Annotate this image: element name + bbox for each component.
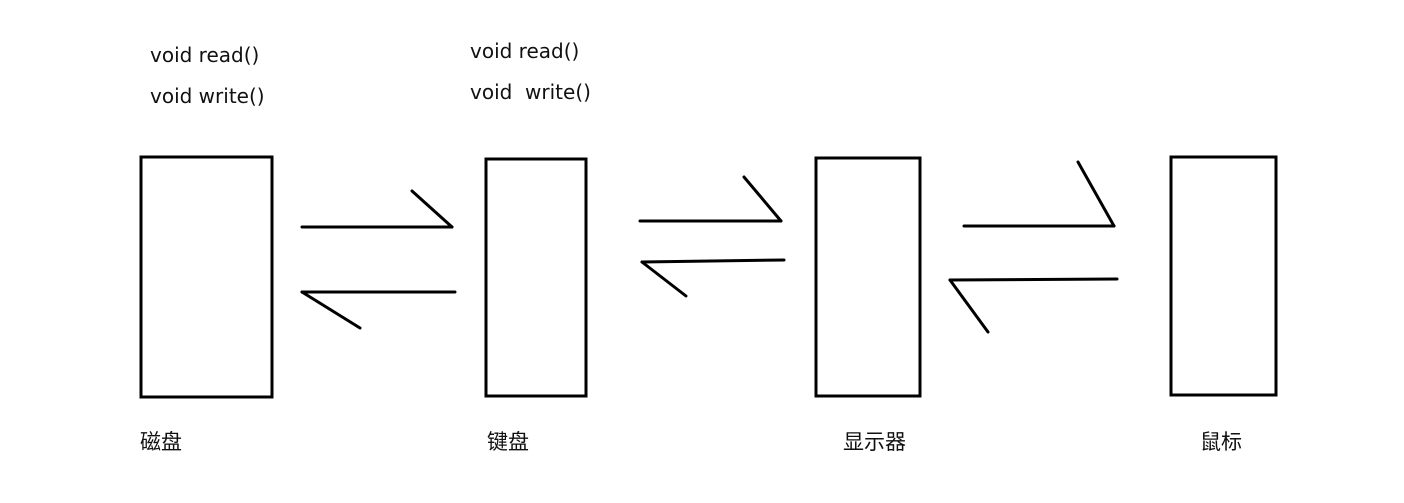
arrow-disk-to-keyboard — [300, 189, 454, 229]
disk-label: 磁盘 — [140, 430, 182, 454]
arrow-display-to-mouse — [962, 160, 1116, 228]
display-label: 显示器 — [843, 430, 906, 454]
keyboard-box — [484, 157, 588, 398]
arrow-keyboard-to-display — [638, 175, 783, 223]
disk-method-read: void read() — [150, 43, 260, 67]
arrow-display-to-keyboard — [640, 258, 786, 298]
mouse-box — [1169, 155, 1278, 397]
disk-box — [139, 155, 274, 399]
disk-method-write: void write() — [150, 84, 265, 108]
keyboard-method-read: void read() — [470, 39, 580, 63]
display-box — [814, 156, 922, 398]
keyboard-label: 键盘 — [487, 430, 529, 454]
arrow-keyboard-to-disk — [300, 290, 457, 330]
arrow-mouse-to-display — [948, 277, 1119, 334]
keyboard-method-write: void write() — [470, 80, 591, 104]
mouse-label: 鼠标 — [1200, 430, 1242, 454]
